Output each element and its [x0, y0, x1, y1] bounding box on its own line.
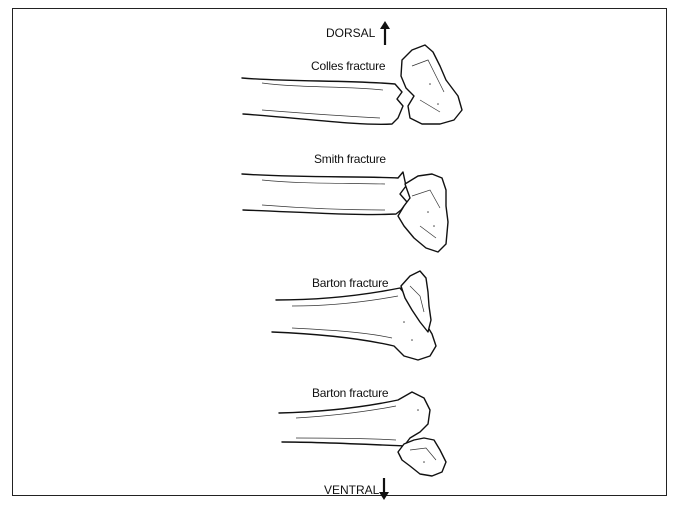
colles-shaft: [242, 78, 403, 124]
ventral-arrow-icon: [379, 478, 389, 500]
smith-fracture-drawing: [242, 172, 448, 252]
dorsal-arrow-icon: [380, 21, 390, 45]
barton-volar-fracture-drawing: [279, 392, 446, 476]
barton-dorsal-fracture-drawing: [272, 271, 436, 360]
barton-volar-rim-fragment: [398, 438, 446, 476]
smith-shaft: [242, 172, 407, 215]
colles-fracture-drawing: [242, 45, 462, 124]
colles-distal-fragment: [401, 45, 462, 124]
smith-distal-fragment: [398, 174, 448, 252]
